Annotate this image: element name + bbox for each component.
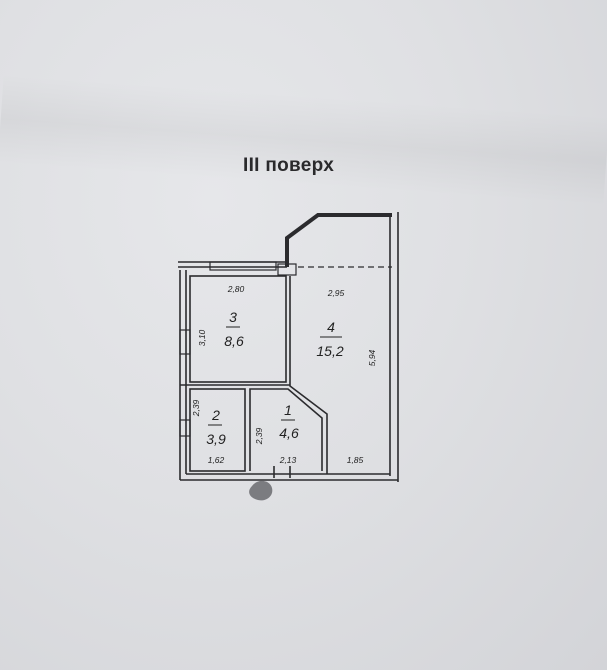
- window-left-lower: [179, 419, 191, 437]
- dimension-labels: 2,80 2,95 3,10 5,94 2,39 1,62 2,39 2,13 …: [191, 284, 377, 465]
- room-4-inner-wall: [289, 276, 328, 474]
- ink-stain: [249, 480, 273, 501]
- room-3-outline: [189, 275, 287, 383]
- window-top: [209, 261, 277, 271]
- room-2-number: 2: [211, 407, 220, 423]
- room-4-area: 15,2: [316, 343, 343, 359]
- room-3-number: 3: [229, 309, 237, 325]
- window-left-upper: [179, 329, 191, 355]
- door-stub-top: [277, 263, 297, 276]
- dim-room3-height: 3,10: [197, 329, 207, 346]
- dim-room1-width: 2,13: [279, 455, 297, 465]
- dim-room4-width: 2,95: [327, 288, 345, 298]
- dim-room4-bottom: 1,85: [347, 455, 364, 465]
- room-1-number: 1: [284, 402, 292, 418]
- room-2-outline: [189, 388, 246, 472]
- plan-walls: [178, 212, 399, 482]
- dim-room3-width: 2,80: [227, 284, 245, 294]
- floor-title: III поверх: [243, 155, 335, 176]
- dim-room4-height: 5,94: [367, 349, 377, 366]
- room-4-number: 4: [327, 319, 335, 335]
- room-2-area: 3,9: [206, 431, 226, 447]
- dim-room2-height: 2,39: [191, 399, 201, 417]
- balcony-outline: [285, 213, 392, 267]
- room-labels: 3 8,6 4 15,2 2 3,9 1 4,6: [206, 309, 344, 447]
- room-1-area: 4,6: [279, 425, 299, 441]
- dim-room1-height: 2,39: [254, 427, 264, 445]
- room-3-area: 8,6: [224, 333, 244, 349]
- dim-room2-width: 1,62: [208, 455, 225, 465]
- room-1-outline: [249, 388, 323, 471]
